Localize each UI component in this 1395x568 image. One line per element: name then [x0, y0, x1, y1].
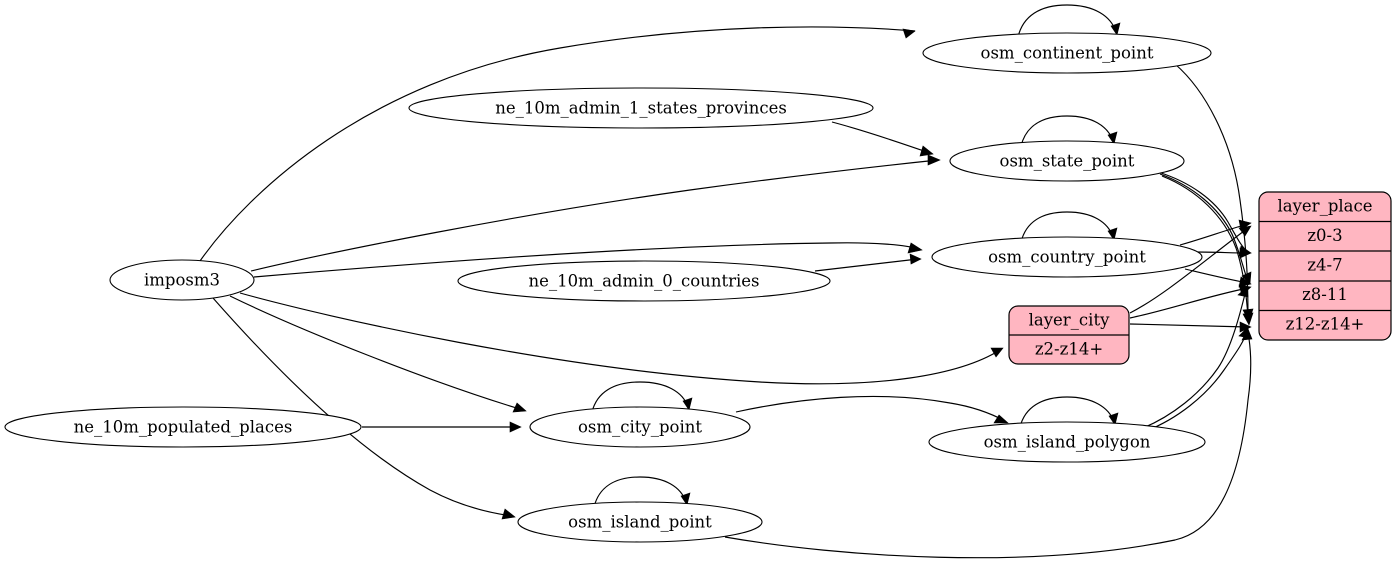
record-row-layer_place-2[interactable]: z8-11: [1302, 285, 1348, 304]
edge-layer_city-to-layer_place-z0: [1129, 225, 1252, 314]
node-label-osm-state-point: osm_state_point: [1000, 152, 1135, 171]
node-imposm3[interactable]: imposm3: [109, 259, 255, 301]
node-label-ne-states: ne_10m_admin_1_states_provinces: [495, 99, 787, 118]
edge-osm_country_point-to-layer_place-z4: [1195, 247, 1252, 259]
edge-imposm3-to-osm_continent_point: [199, 26, 916, 262]
edge-imposm3-to-layer_city: [239, 292, 1004, 385]
edge-ne_states-to-osm_state_point: [831, 121, 934, 157]
edge-osm_state_point-to-layer_place-z8: [1159, 173, 1252, 285]
edge-imposm3-to-osm_state_point: [250, 154, 941, 272]
node-ne_10m_populated_places[interactable]: ne_10m_populated_places: [4, 406, 362, 448]
edge-imposm3-to-osm_city_point: [229, 295, 527, 413]
edge-ne_places-to-osm_city_point: [362, 421, 522, 433]
node-osm_city_point[interactable]: osm_city_point: [529, 406, 751, 448]
node-osm_island_point[interactable]: osm_island_point: [517, 501, 763, 543]
edge-osm_state_point-to-layer_place-z12: [1161, 175, 1254, 322]
edge-osm_city_point-to-osm_island_polygon: [735, 395, 1009, 424]
record-row-layer_place-3[interactable]: z12-z14+: [1286, 315, 1365, 334]
edge-ne_countries-to-osm_country_point: [814, 253, 922, 272]
record-row-layer_city-0[interactable]: z2-z14+: [1035, 340, 1103, 359]
node-label-imposm3: imposm3: [144, 271, 220, 290]
edge-osm_country_point-to-layer_place-z8: [1184, 268, 1252, 288]
node-osm_state_point[interactable]: osm_state_point: [949, 140, 1185, 182]
node-ne_10m_admin_1_states_provinces[interactable]: ne_10m_admin_1_states_provinces: [408, 87, 874, 129]
node-osm_island_polygon[interactable]: osm_island_polygon: [928, 421, 1206, 463]
node-label-osm-city-point: osm_city_point: [578, 418, 702, 437]
node-label-osm-island-polygon: osm_island_polygon: [984, 433, 1151, 452]
node-label-ne-places: ne_10m_populated_places: [74, 418, 293, 437]
node-label-ne-countries: ne_10m_admin_0_countries: [529, 272, 760, 291]
node-ne_10m_admin_0_countries[interactable]: ne_10m_admin_0_countries: [457, 260, 831, 302]
node-label-osm-island-point: osm_island_point: [568, 513, 712, 532]
edge-self-loop-osm_island_point: [593, 476, 691, 508]
record-node-layer_place[interactable]: layer_place z0-3 z4-7 z8-11 z12-z14+: [1258, 191, 1392, 341]
edge-osm_country_point-to-layer_place-z0: [1179, 219, 1252, 246]
record-layer: layer_city z2-z14+ layer_place z0-3 z4-7…: [1008, 191, 1392, 365]
edge-self-loop-osm_island_polygon: [1019, 396, 1119, 428]
edge-self-loop-osm_city_point: [591, 381, 693, 413]
node-osm_country_point[interactable]: osm_country_point: [931, 236, 1203, 278]
node-label-osm-country-point: osm_country_point: [988, 248, 1146, 267]
edge-self-loop-osm_continent_point: [1017, 4, 1121, 38]
edge-imposm3-to-osm_country_point: [253, 242, 923, 278]
edge-osm_island_polygon-to-layer_place-z8: [1142, 286, 1249, 429]
node-osm_continent_point[interactable]: osm_continent_point: [922, 32, 1212, 74]
node-layer: imposm3 ne_10m_admin_1_states_provinces …: [4, 32, 1212, 543]
edge-layer_city-to-layer_place-z8: [1129, 284, 1252, 319]
edge-self-loop-osm_country_point: [1020, 211, 1118, 243]
edge-layer: [199, 4, 1254, 559]
edge-self-loop-osm_state_point: [1020, 115, 1118, 147]
node-label-osm-continent-point: osm_continent_point: [981, 44, 1154, 63]
record-row-layer_place-1[interactable]: z4-7: [1307, 256, 1342, 275]
record-row-layer_place-0[interactable]: z0-3: [1307, 226, 1342, 245]
edge-osm_island_point-to-layer_place-z12: [724, 328, 1253, 559]
record-header-layer_place: layer_place: [1277, 197, 1372, 216]
record-node-layer_city[interactable]: layer_city z2-z14+: [1008, 305, 1130, 365]
edge-osm_island_polygon-to-layer_place-z12: [1145, 326, 1250, 432]
record-header-layer_city: layer_city: [1029, 311, 1110, 330]
edge-imposm3-to-osm_island_point: [212, 297, 516, 520]
edge-layer_city-to-layer_place-z12: [1129, 321, 1252, 333]
